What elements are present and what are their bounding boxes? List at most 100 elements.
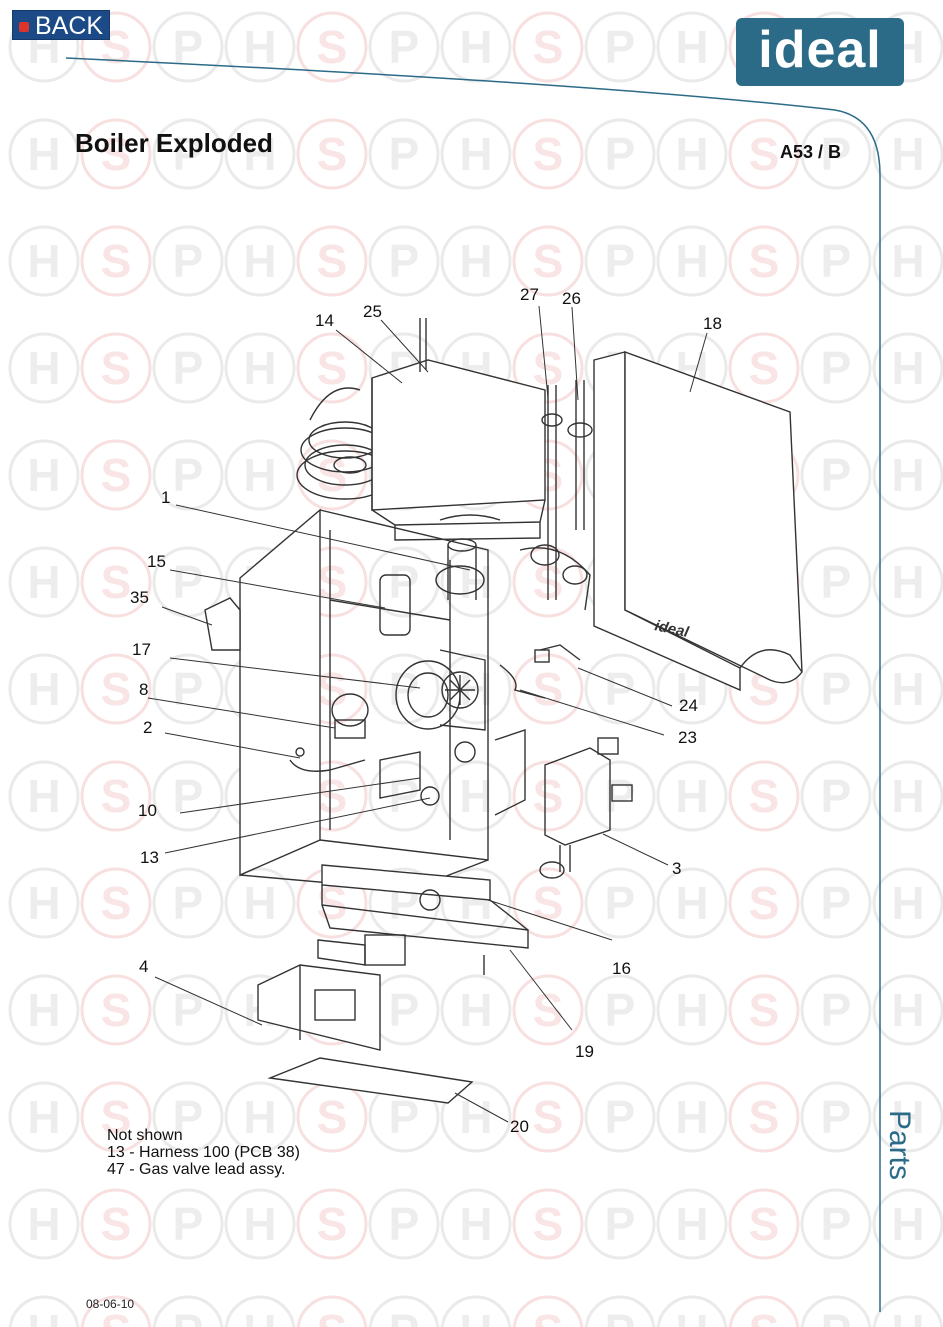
svg-text:H: H: [675, 984, 708, 1036]
svg-text:H: H: [243, 21, 276, 73]
svg-text:S: S: [101, 663, 132, 715]
part-label-14: 14: [315, 311, 334, 330]
svg-text:H: H: [27, 235, 60, 287]
watermark-badge: H: [656, 1081, 728, 1153]
svg-text:S: S: [533, 1305, 564, 1327]
svg-text:H: H: [27, 663, 60, 715]
svg-text:H: H: [891, 1305, 924, 1327]
svg-text:H: H: [891, 770, 924, 822]
part-label-18: 18: [703, 314, 722, 333]
watermark-badge: H: [224, 867, 296, 939]
svg-text:P: P: [821, 984, 852, 1036]
svg-text:H: H: [675, 21, 708, 73]
svg-text:S: S: [317, 1198, 348, 1250]
svg-text:P: P: [821, 128, 852, 180]
svg-text:H: H: [243, 235, 276, 287]
revision-date: 08-06-10: [86, 1297, 135, 1311]
part-label-4: 4: [139, 957, 149, 976]
watermark-badge: H: [656, 1188, 728, 1260]
svg-text:P: P: [821, 1091, 852, 1143]
watermark-badge: P: [584, 974, 656, 1046]
watermark-badge: H: [8, 760, 80, 832]
watermark-badge: H: [656, 867, 728, 939]
watermark-badge: S: [296, 1188, 368, 1260]
watermark-badge: P: [800, 974, 872, 1046]
watermark-badge: S: [728, 1295, 800, 1327]
svg-text:S: S: [533, 663, 564, 715]
watermark-badge: H: [8, 653, 80, 725]
svg-text:S: S: [749, 1091, 780, 1143]
watermark-badge: H: [872, 546, 943, 618]
back-arrow-icon: [19, 22, 29, 32]
svg-text:S: S: [533, 128, 564, 180]
svg-text:H: H: [27, 342, 60, 394]
part-label-19: 19: [575, 1042, 594, 1061]
svg-text:S: S: [317, 1305, 348, 1327]
svg-text:S: S: [101, 342, 132, 394]
notes-heading: Not shown: [107, 1127, 183, 1144]
watermark-badge: P: [368, 225, 440, 297]
watermark-badge: S: [512, 653, 584, 725]
svg-text:H: H: [27, 984, 60, 1036]
svg-text:S: S: [749, 342, 780, 394]
watermark-badge: H: [224, 439, 296, 511]
watermark-badge: S: [80, 974, 152, 1046]
watermark-badge: P: [368, 11, 440, 83]
svg-text:P: P: [389, 556, 420, 608]
svg-text:H: H: [675, 877, 708, 929]
watermark-badge: H: [8, 867, 80, 939]
svg-text:S: S: [101, 449, 132, 501]
svg-text:S: S: [101, 1305, 132, 1327]
back-button[interactable]: BACK: [12, 10, 110, 40]
svg-text:P: P: [389, 21, 420, 73]
watermark-badge: H: [656, 1295, 728, 1327]
watermark-badge: S: [80, 546, 152, 618]
watermark-badge: P: [584, 11, 656, 83]
watermark-badge: S: [80, 1188, 152, 1260]
watermark-badge: S: [512, 867, 584, 939]
svg-text:P: P: [821, 556, 852, 608]
watermark-badge: P: [152, 1188, 224, 1260]
part-label-20: 20: [510, 1117, 529, 1136]
hose-clip: [295, 747, 305, 757]
mounting-bracket: [204, 597, 241, 651]
watermark-badge: H: [8, 974, 80, 1046]
svg-text:S: S: [317, 21, 348, 73]
watermark-badge: H: [872, 760, 943, 832]
watermark-badge: H: [440, 225, 512, 297]
svg-text:H: H: [891, 1198, 924, 1250]
watermark-badge: H: [8, 118, 80, 190]
svg-text:P: P: [605, 1091, 636, 1143]
watermark-badge: P: [152, 439, 224, 511]
control-box: [257, 934, 406, 1051]
watermark-badge: H: [224, 1081, 296, 1153]
watermark-badge: H: [224, 11, 296, 83]
watermark-badge: P: [152, 653, 224, 725]
wiring-harness: [499, 644, 581, 699]
watermark-badge: S: [728, 974, 800, 1046]
watermark-badge: S: [728, 118, 800, 190]
svg-text:H: H: [459, 770, 492, 822]
svg-text:H: H: [675, 770, 708, 822]
page-title: Boiler Exploded: [75, 128, 273, 158]
svg-text:H: H: [243, 1091, 276, 1143]
parts-section-tab[interactable]: Parts: [872, 1102, 922, 1182]
svg-text:P: P: [389, 1091, 420, 1143]
watermark-badge: P: [800, 760, 872, 832]
sensing-hose: [289, 759, 366, 772]
svg-text:H: H: [27, 556, 60, 608]
watermark-badge: H: [8, 1188, 80, 1260]
watermark-badge: S: [512, 974, 584, 1046]
watermark-badge: S: [80, 653, 152, 725]
watermark-badge: H: [224, 1188, 296, 1260]
part-label-3: 3: [672, 859, 682, 878]
svg-text:H: H: [459, 21, 492, 73]
svg-text:P: P: [173, 235, 204, 287]
svg-text:P: P: [173, 449, 204, 501]
svg-text:P: P: [173, 556, 204, 608]
svg-text:S: S: [101, 770, 132, 822]
watermark-badge: P: [800, 1188, 872, 1260]
gas-valve: [539, 737, 633, 879]
